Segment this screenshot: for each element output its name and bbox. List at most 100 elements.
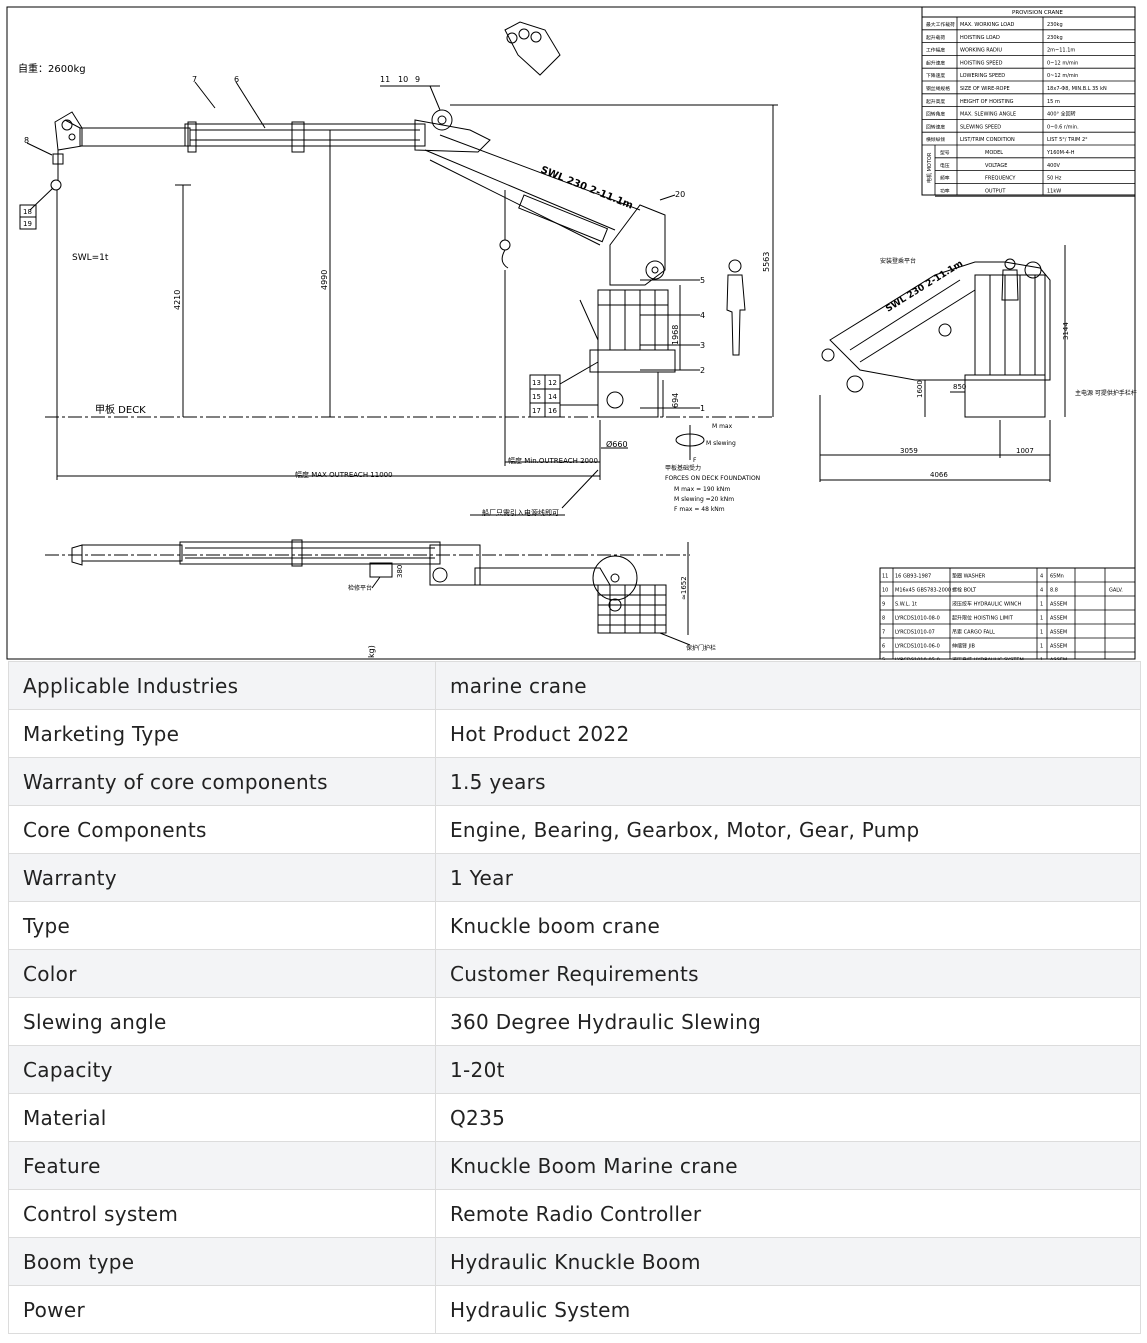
parts-cell-qty: 1 [1040, 602, 1043, 608]
spec-label: Capacity [8, 1045, 436, 1094]
parts-cell-mat: ASSEM [1050, 644, 1067, 650]
forces-title: FORCES ON DECK FOUNDATION [665, 475, 760, 482]
motor-row-label: VOLTAGE [985, 163, 1007, 169]
part-no-13: 13 [532, 379, 541, 387]
parts-cell-note: GALV. [1109, 588, 1123, 594]
spec-row-label: HOISTING LOAD [960, 35, 1000, 41]
part-no-20: 20 [675, 190, 685, 199]
force-m-slewing: M slewing =20 kNm [674, 496, 734, 503]
parts-cell-no: 9 [882, 602, 885, 608]
part-no-11: 11 [380, 75, 390, 84]
spec-value: Hot Product 2022 [435, 709, 1141, 758]
dim-1600: 1600 [916, 380, 924, 398]
part-no-7: 7 [192, 75, 197, 84]
spec-value: marine crane [435, 661, 1141, 710]
motor-row-cn: 频率 [940, 175, 950, 182]
spec-label: Material [8, 1093, 436, 1142]
spec-label: Slewing angle [8, 997, 436, 1046]
swl-label: SWL=1t [72, 253, 109, 263]
spec-row-label: HOISTING SPEED [960, 60, 1003, 66]
spec-row-value: LIST 5°/ TRIM 2° [1047, 137, 1088, 143]
parts-cell-mat: 65Mn [1050, 574, 1064, 580]
plan-view [45, 539, 691, 646]
spec-row-cn: 起升速度 [926, 59, 945, 66]
part-no-8: 8 [24, 136, 29, 145]
spec-row-cn: 钢丝绳规格 [926, 85, 950, 92]
label-m-max: M max [712, 423, 733, 430]
luffing-cylinder [518, 194, 609, 243]
motor-row-cn: 电压 [940, 162, 950, 169]
part-no-16: 16 [548, 407, 557, 415]
spec-value: 1 Year [435, 853, 1141, 902]
spec-row-value: 0~12 m/min [1047, 60, 1078, 66]
label-f: F [693, 457, 697, 464]
dim-5563: 5563 [762, 252, 771, 272]
deck-label: 甲板 DECK [95, 403, 146, 416]
spec-row-value: 0~12 m/min [1047, 73, 1078, 79]
winch-drum [431, 109, 453, 131]
dim-380: 380 [396, 565, 404, 578]
spec-value: 1-20t [435, 1045, 1141, 1094]
dim-4990: 4990 [320, 270, 329, 290]
spec-row-label: MAX. WORKING LOAD [960, 22, 1015, 28]
parts-cell-mat: ASSEM [1050, 616, 1067, 622]
min-outreach-label: 幅度 Min.OUTREACH 2000 [508, 456, 598, 465]
parts-cell-name: 吊索 CARGO FALL [952, 629, 995, 636]
part-no-17: 17 [532, 407, 541, 415]
spec-row-value: 230kg [1047, 35, 1063, 41]
part-no-14: 14 [548, 393, 557, 401]
spec-label: Feature [8, 1141, 436, 1190]
motor-row-value: 50 Hz [1047, 176, 1062, 182]
plan-view-labels: 380 ≈1652 检修平台 保护门护栏 kg) [348, 565, 716, 658]
parts-cell-qty: 1 [1040, 616, 1043, 622]
drawing-canvas: 自重：2600kg SWL=1t 甲板 DECK 幅度 MAX OUTREACH… [6, 6, 1137, 660]
parts-cell-no: 6 [882, 644, 885, 650]
parts-cell-name: 起升限位 HOISTING LIMIT [952, 615, 1014, 622]
dim-4210: 4210 [173, 290, 182, 310]
spec-row-cn: 起升载荷 [926, 34, 945, 41]
plan-knuckle [429, 544, 481, 586]
spec-row-cn: 起升高度 [926, 98, 945, 105]
part-no-19: 19 [23, 220, 32, 228]
spec-row-value: 0~0.6 r/min. [1047, 124, 1079, 130]
parts-cell-code: 16 GB93-1987 [895, 574, 931, 580]
plan-boom-middle [179, 541, 441, 565]
spec-label: Type [8, 901, 436, 950]
max-outreach-label: 幅度 MAX OUTREACH 11000 [295, 470, 393, 479]
spec-label: Color [8, 949, 436, 998]
pillar-head [609, 204, 666, 286]
spec-row-cn: 横倾纵倾 [926, 136, 945, 143]
spec-value: Hydraulic System [435, 1285, 1141, 1334]
spec-value: Engine, Bearing, Gearbox, Motor, Gear, P… [435, 805, 1141, 854]
label-m-slewing: M slewing [706, 440, 736, 447]
plan-note-2: 保护门护栏 [686, 644, 716, 652]
side-view-pedestal [964, 374, 1046, 418]
parts-cell-mat: ASSEM [1050, 602, 1067, 608]
part-no-2: 2 [700, 366, 705, 375]
dim-1007: 1007 [1016, 447, 1034, 455]
spec-row-label: WORKING RADIU [960, 48, 1002, 54]
motor-row-value: Y160M-4-H [1046, 150, 1075, 156]
parts-cell-qty: 4 [1040, 574, 1043, 580]
spec-value: Remote Radio Controller [435, 1189, 1141, 1238]
dim-850: 850 [953, 383, 966, 391]
parts-cell-qty: 4 [1040, 588, 1043, 594]
plan-boom-tip [81, 544, 183, 562]
parts-cell-mat: 8.8 [1050, 588, 1058, 594]
motor-row-label: MODEL [985, 150, 1003, 156]
spec-value: Q235 [435, 1093, 1141, 1142]
human-figure-head [728, 259, 742, 273]
spec-row-cn: 回转角度 [926, 111, 945, 118]
spec-value: Knuckle Boom Marine crane [435, 1141, 1141, 1190]
parts-cell-qty: 1 [1040, 630, 1043, 636]
